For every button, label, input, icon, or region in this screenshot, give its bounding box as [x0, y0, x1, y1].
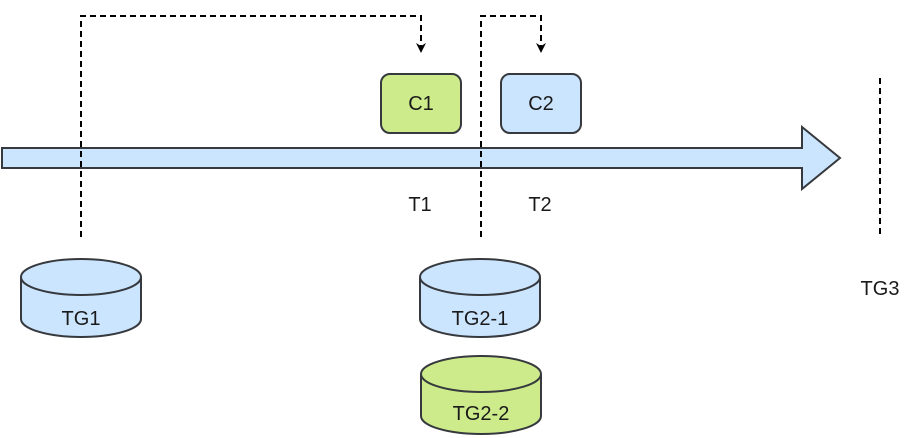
tg2-1-label: TG2-1: [452, 308, 509, 330]
tg2-2-cylinder: TG2-2: [420, 355, 542, 435]
c2-box: C2: [500, 73, 582, 134]
c2-label: C2: [528, 93, 554, 115]
t1-label: T1: [408, 194, 431, 216]
tg2-2-label: TG2-2: [453, 403, 510, 425]
tg3-label: TG3: [861, 278, 900, 300]
connector-tg2-to-c2: [480, 15, 546, 237]
t2-label: T2: [528, 194, 551, 216]
tg1-cylinder: TG1: [20, 258, 142, 338]
c1-box: C1: [380, 73, 462, 134]
connector-tg1-to-c1: [80, 15, 426, 237]
timeline-arrow: [1, 124, 842, 192]
tg2-1-cylinder: TG2-1: [419, 258, 541, 338]
c1-label: C1: [408, 93, 434, 115]
tg1-label: TG1: [62, 308, 101, 330]
